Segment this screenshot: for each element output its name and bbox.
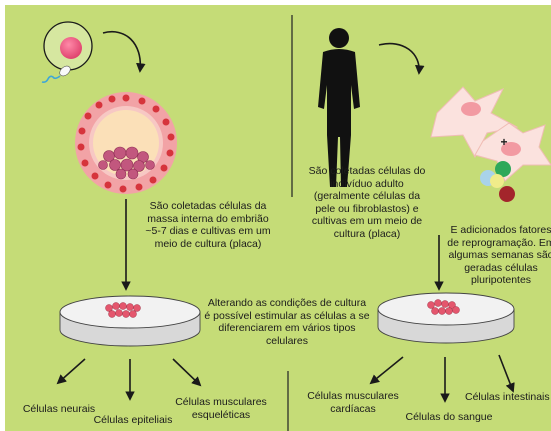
arrow-to-cardiac-muscle (369, 356, 404, 385)
adult-caption: São coletadas células do indivíduo adult… (308, 165, 426, 240)
embryo-caption: São coletadas células da massa interna d… (145, 200, 271, 250)
diagram-canvas: + São coletadas células da massa interna… (5, 5, 551, 431)
adult-person-silhouette (318, 28, 360, 187)
arrow-to-neural (56, 358, 86, 385)
cell-type-skeletal-muscle: Células musculares esqueléticas (175, 396, 267, 421)
left-culture-dish (59, 295, 201, 347)
cell-type-cardiac-muscle: Células musculares cardíacas (307, 390, 399, 415)
right-culture-dish (377, 292, 515, 344)
arrow-to-skeletal-muscle (172, 358, 202, 387)
person-to-cells-arrow (378, 42, 425, 75)
blastocyst-icon (75, 92, 177, 194)
culture-conditions-caption: Alterando as condições de cultura é poss… (204, 297, 370, 347)
egg-sperm-icon (41, 21, 93, 83)
arrow-to-intestinal (498, 354, 515, 393)
reprogramming-factors-caption: E adicionados fatores de reprogramação. … (447, 224, 551, 286)
background-panel (5, 5, 551, 431)
cell-type-neural: Células neurais (22, 403, 96, 415)
cell-type-epithelial: Células epiteliais (93, 414, 173, 426)
fibroblast-cells-icon (430, 86, 551, 182)
plus-sign: + (500, 135, 508, 149)
cell-type-blood: Células do sangue (405, 411, 493, 423)
diagram-artwork (5, 5, 551, 431)
cell-type-intestinal: Células intestinais (465, 391, 550, 403)
egg-to-embryo-arrow (102, 31, 146, 73)
reprogramming-factors-icon (480, 161, 515, 202)
